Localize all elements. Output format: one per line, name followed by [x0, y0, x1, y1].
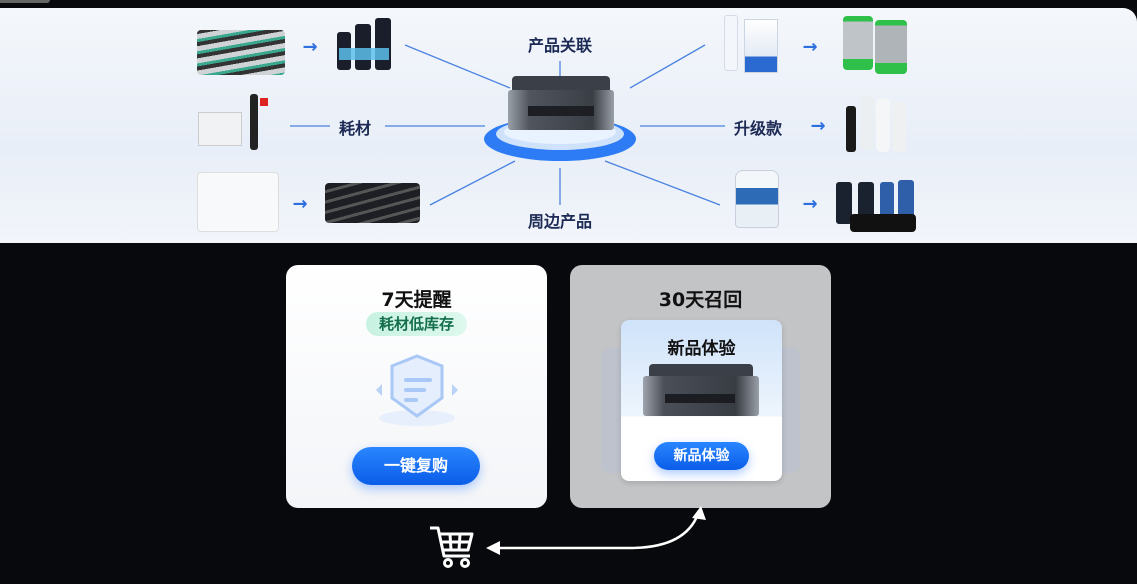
card-title: 7天提醒: [381, 289, 452, 311]
top-tab: [0, 0, 50, 3]
ink-bottles-image: [337, 18, 393, 70]
low-stock-tag: 耗材低库存: [366, 312, 467, 336]
arrow-right-icon: →: [810, 115, 826, 137]
printer-image: [508, 76, 614, 132]
tray-image: [197, 172, 279, 232]
ink-cartridges-image: [836, 176, 920, 232]
arrow-right-icon: →: [302, 36, 318, 58]
green-cylinders-image: [843, 14, 911, 74]
arrow-right-icon: →: [292, 193, 308, 215]
cartridge-tubes-image: [846, 94, 910, 152]
cleaning-supplies-image: [722, 15, 782, 73]
cleaning-jug-image: [735, 170, 779, 228]
label-upgrade: 升级款: [733, 119, 783, 138]
card-title: 30天召回: [658, 289, 743, 311]
label-product-relation: 产品关联: [527, 36, 593, 55]
tool-kit-image: [198, 92, 276, 150]
roller-product-image: [197, 30, 285, 75]
label-peripheral-products: 周边产品: [527, 212, 593, 231]
arrow-right-icon: →: [802, 36, 818, 58]
label-consumables: 耗材: [338, 119, 372, 138]
shopping-cart-icon[interactable]: [428, 522, 478, 570]
one-click-repurchase-button[interactable]: 一键复购: [352, 447, 480, 485]
cycle-arrow: [486, 506, 706, 555]
printer-image: [643, 364, 759, 416]
new-product-title: 新品体验: [667, 339, 736, 359]
arrow-right-icon: →: [802, 193, 818, 215]
new-product-card: 新品体验 新品体验: [621, 320, 782, 481]
document-shield-icon: [376, 354, 458, 426]
frame-parts-image: [325, 183, 420, 223]
try-new-product-button[interactable]: 新品体验: [654, 442, 749, 470]
